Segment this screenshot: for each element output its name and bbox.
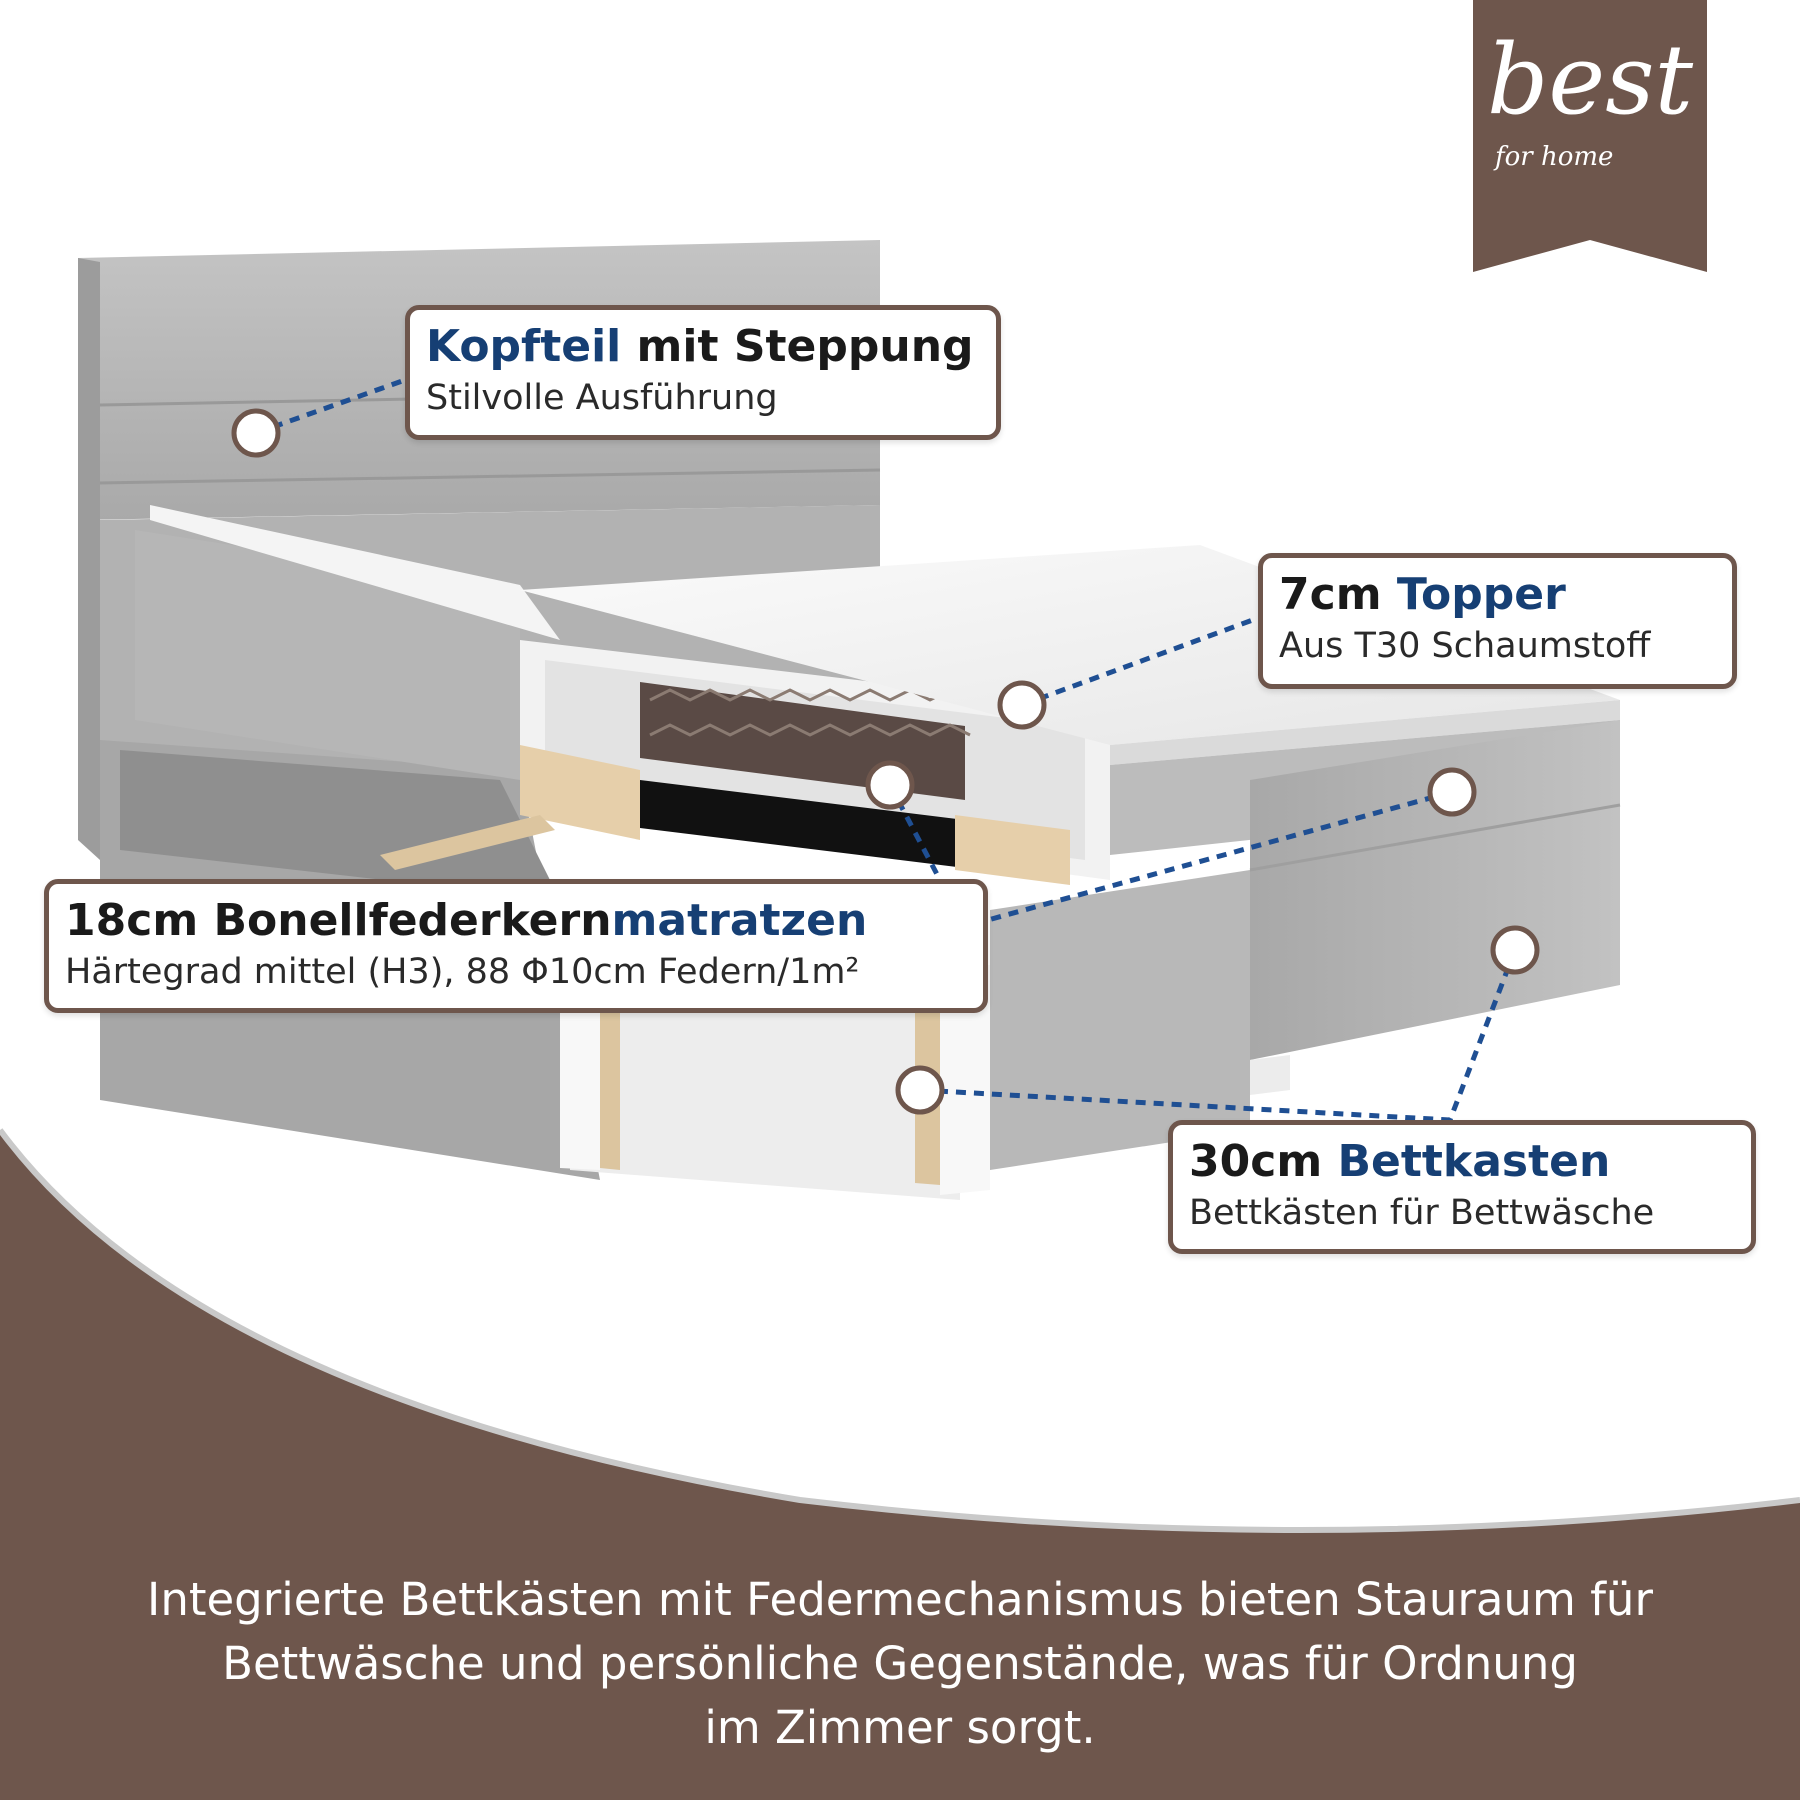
callout-matratze: 18cm Bonellfederkernmatratzen Härtegrad …: [44, 879, 988, 1013]
callout-title: Kopfteil mit Steppung: [426, 321, 974, 372]
callout-title: 18cm Bonellfederkernmatratzen: [65, 895, 868, 946]
callout-subtitle: Bettkästen für Bettwäsche: [1189, 1193, 1655, 1233]
callout-bettkasten: 30cm Bettkasten Bettkästen für Bettwäsch…: [1168, 1120, 1756, 1254]
logo-main-text: best: [1486, 24, 1694, 136]
callout-subtitle: Aus T30 Schaumstoff: [1279, 626, 1651, 666]
topper: [520, 545, 1620, 765]
callout-subtitle: Härtegrad mittel (H3), 88 Φ10cm Federn/1…: [65, 952, 860, 992]
logo-sub-text: for home: [1495, 142, 1614, 172]
callout-kopfteil: Kopfteil mit Steppung Stilvolle Ausführu…: [405, 305, 1001, 440]
callout-subtitle: Stilvolle Ausführung: [426, 378, 778, 418]
marker-dots: [231, 408, 1540, 1115]
brand-logo: best: [1473, 30, 1707, 130]
lifted-mattress: [135, 505, 1110, 885]
callout-topper: 7cm Topper Aus T30 Schaumstoff: [1258, 553, 1737, 689]
caption-line-3: im Zimmer sorgt.: [704, 1701, 1096, 1754]
caption-text: Integrierte Bettkästen mit Federmechanis…: [30, 1568, 1770, 1760]
logo-banner: [1473, 0, 1707, 272]
caption-line-2: Bettwäsche und persönliche Gegenstände, …: [222, 1637, 1578, 1690]
bed-base-right: [990, 720, 1621, 1170]
connector-lines: [255, 377, 1518, 1123]
bottom-wave: [0, 1130, 1800, 1800]
caption-line-1: Integrierte Bettkästen mit Federmechanis…: [147, 1573, 1653, 1626]
callout-title: 30cm Bettkasten: [1189, 1136, 1611, 1187]
callout-title: 7cm Topper: [1279, 569, 1566, 620]
